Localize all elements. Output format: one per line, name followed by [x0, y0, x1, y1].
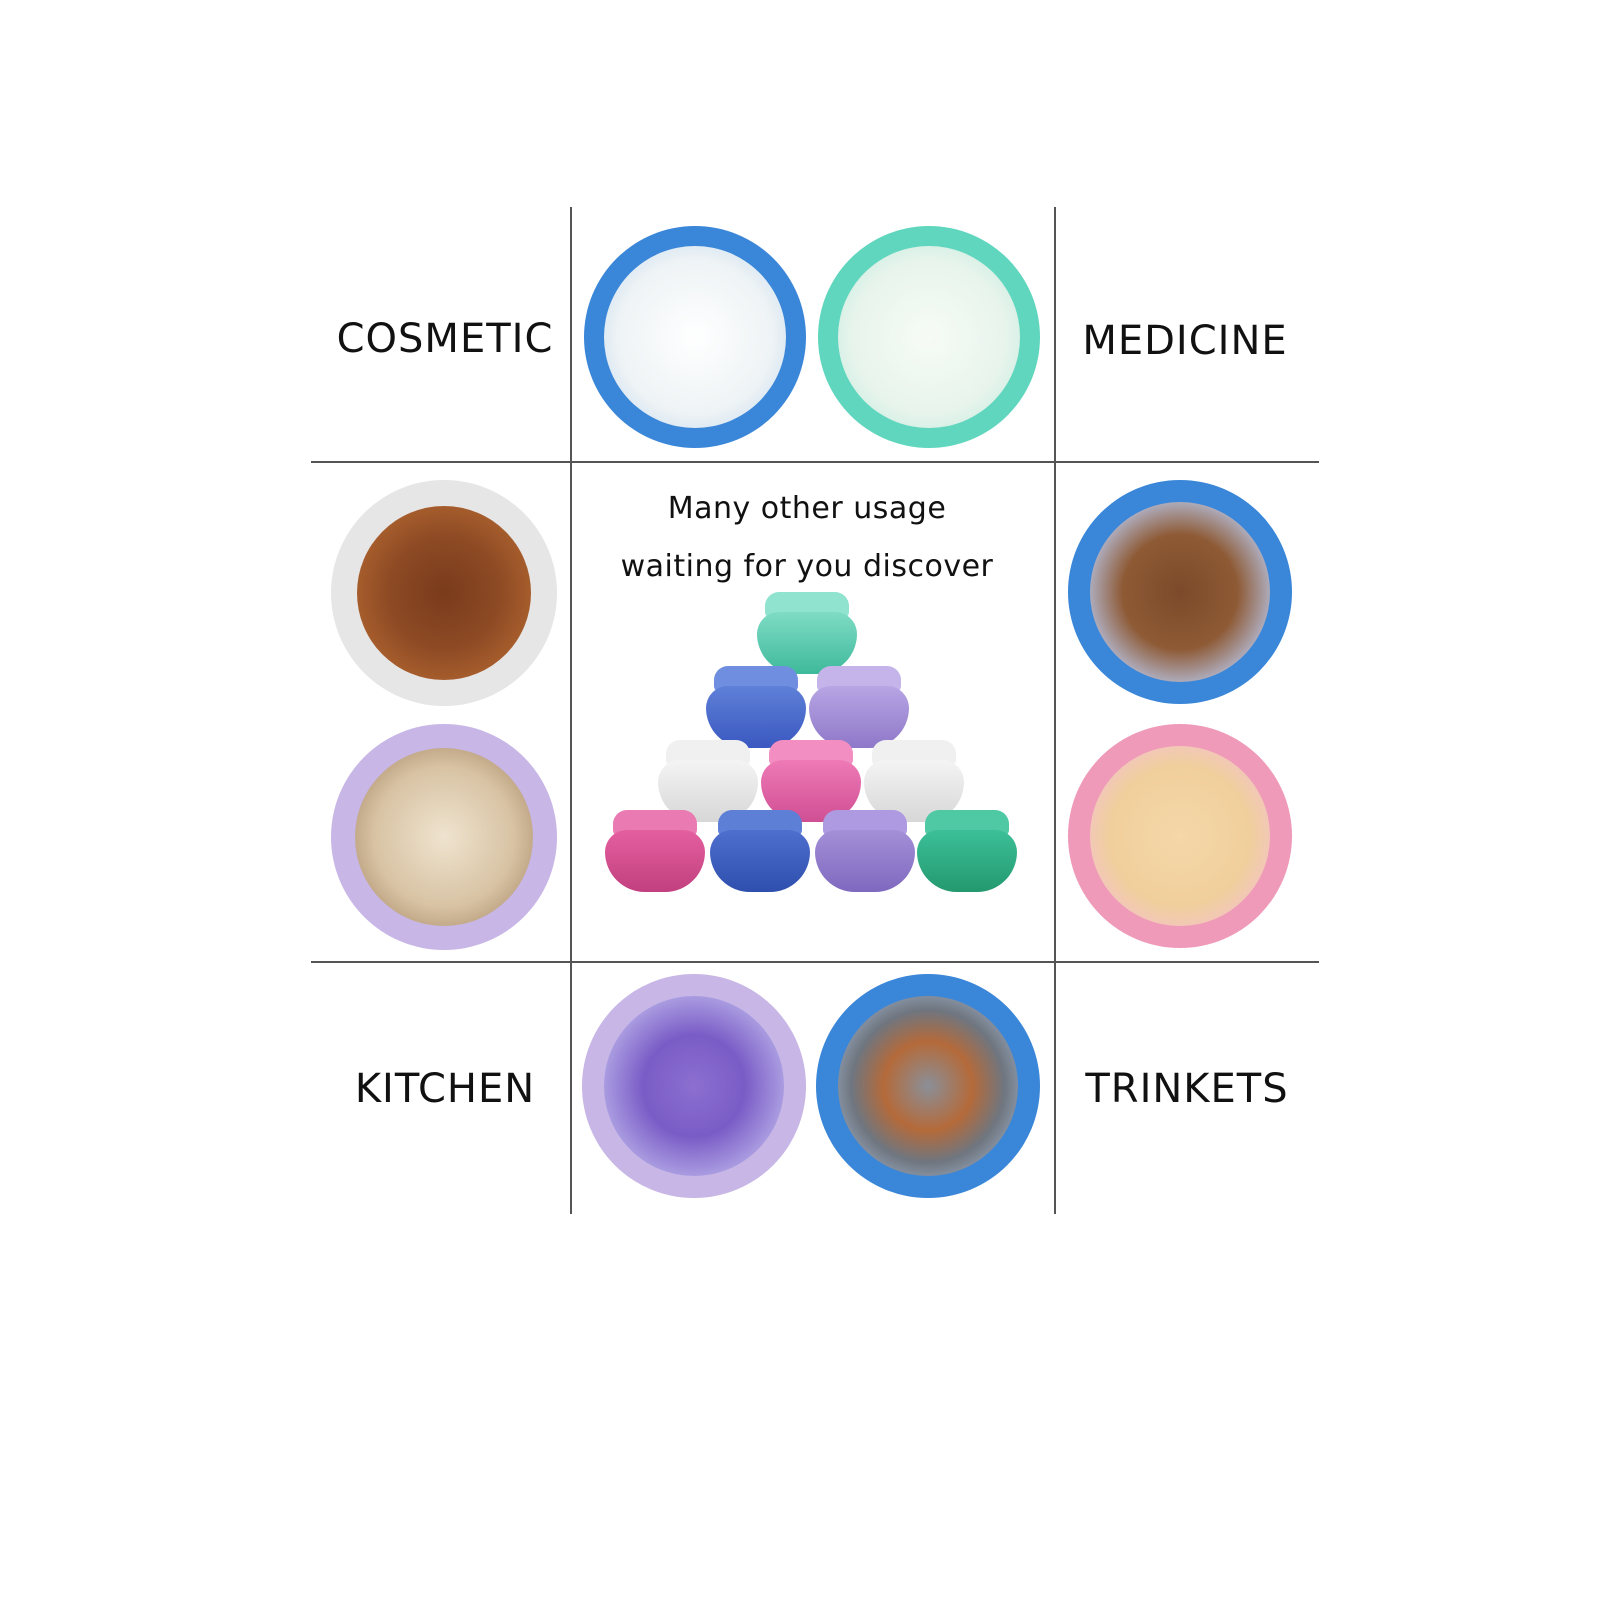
- mini-jar-magenta: [605, 810, 705, 892]
- mini-jar-clear-right: [864, 740, 964, 822]
- caption: Many other usage waiting for you discove…: [567, 480, 1047, 596]
- grid-line-h-top: [311, 461, 1319, 463]
- mini-jar-blue: [706, 666, 806, 748]
- grid-line-h-bottom: [311, 961, 1319, 963]
- mini-jar-teal: [917, 810, 1017, 892]
- grid-line-v-left: [570, 207, 572, 1214]
- grid-line-v-right: [1054, 207, 1056, 1214]
- caption-line-2: waiting for you discover: [620, 549, 994, 584]
- jar-yellow-pills: [1068, 724, 1292, 948]
- mini-jar-royal: [710, 810, 810, 892]
- label-cosmetic: COSMETIC: [336, 316, 554, 362]
- mini-jar-pink: [761, 740, 861, 822]
- jar-spices: [331, 480, 557, 706]
- mini-jar-mint-top: [757, 592, 857, 674]
- mini-jar-lavender: [809, 666, 909, 748]
- jar-beads: [582, 974, 806, 1198]
- caption-line-1: Many other usage: [667, 491, 947, 526]
- jar-mint-cream: [818, 226, 1040, 448]
- jar-trinkets: [816, 974, 1040, 1198]
- label-medicine: MEDICINE: [1082, 318, 1288, 364]
- label-trinkets: TRINKETS: [1085, 1066, 1289, 1112]
- label-kitchen: KITCHEN: [354, 1066, 536, 1112]
- jar-blue-cream: [584, 226, 806, 448]
- jar-grains: [331, 724, 557, 950]
- mini-jar-purple: [815, 810, 915, 892]
- jar-brown-pills: [1068, 480, 1292, 704]
